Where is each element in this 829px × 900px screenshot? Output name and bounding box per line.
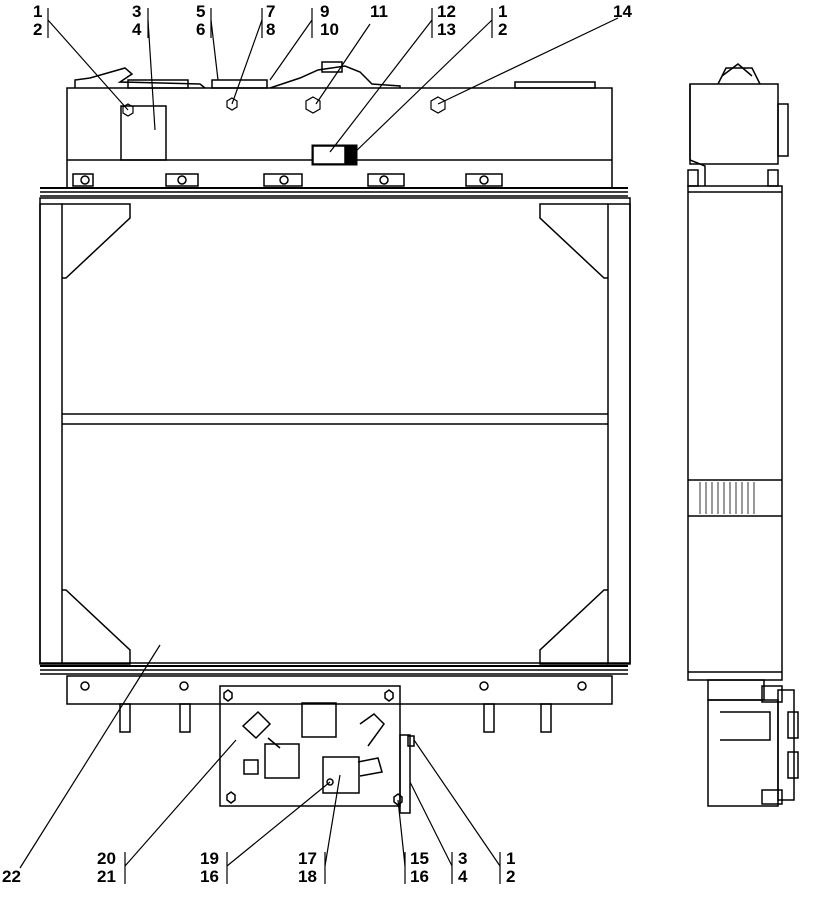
top-tank-bolts (122, 96, 446, 160)
callout-3-bottom: 3 (458, 849, 467, 868)
callout-9: 9 (320, 2, 329, 21)
top-tank (66, 61, 613, 189)
upper-flange (40, 173, 628, 197)
callout-2-bottom: 2 (506, 867, 515, 886)
callout-1-top-right: 1 (498, 2, 507, 21)
callout-10: 10 (320, 20, 339, 39)
callout-13: 13 (437, 20, 456, 39)
drain-plate (219, 685, 415, 814)
callout-14: 14 (613, 2, 632, 21)
callout-15: 15 (410, 849, 429, 868)
callout-2-top-right: 2 (498, 20, 507, 39)
callout-1-top-left: 1 (33, 2, 42, 21)
callout-19: 19 (200, 849, 219, 868)
callout-16-right: 16 (410, 867, 429, 886)
callout-21: 21 (97, 867, 116, 886)
callout-6: 6 (196, 20, 205, 39)
callout-7: 7 (266, 2, 275, 21)
callout-4-bottom: 4 (458, 867, 468, 886)
callout-22: 22 (2, 867, 21, 886)
leader-lines (19, 8, 619, 884)
side-view (687, 63, 799, 807)
callout-8: 8 (266, 20, 275, 39)
callout-3-top: 3 (132, 2, 141, 21)
callout-16-left: 16 (200, 867, 219, 886)
callout-11: 11 (370, 2, 388, 21)
bottom-tank (66, 675, 613, 733)
callout-1-bottom: 1 (506, 849, 515, 868)
callout-18: 18 (298, 867, 317, 886)
callout-17: 17 (298, 849, 317, 868)
callout-4-top: 4 (132, 20, 142, 39)
radiator-core (39, 197, 631, 675)
callout-5: 5 (196, 2, 205, 21)
callout-labels: 1 2 3 4 5 6 7 8 9 10 11 12 13 1 2 14 22 … (2, 2, 632, 886)
callout-12: 12 (437, 2, 456, 21)
callout-20: 20 (97, 849, 116, 868)
callout-2-top-left: 2 (33, 20, 42, 39)
